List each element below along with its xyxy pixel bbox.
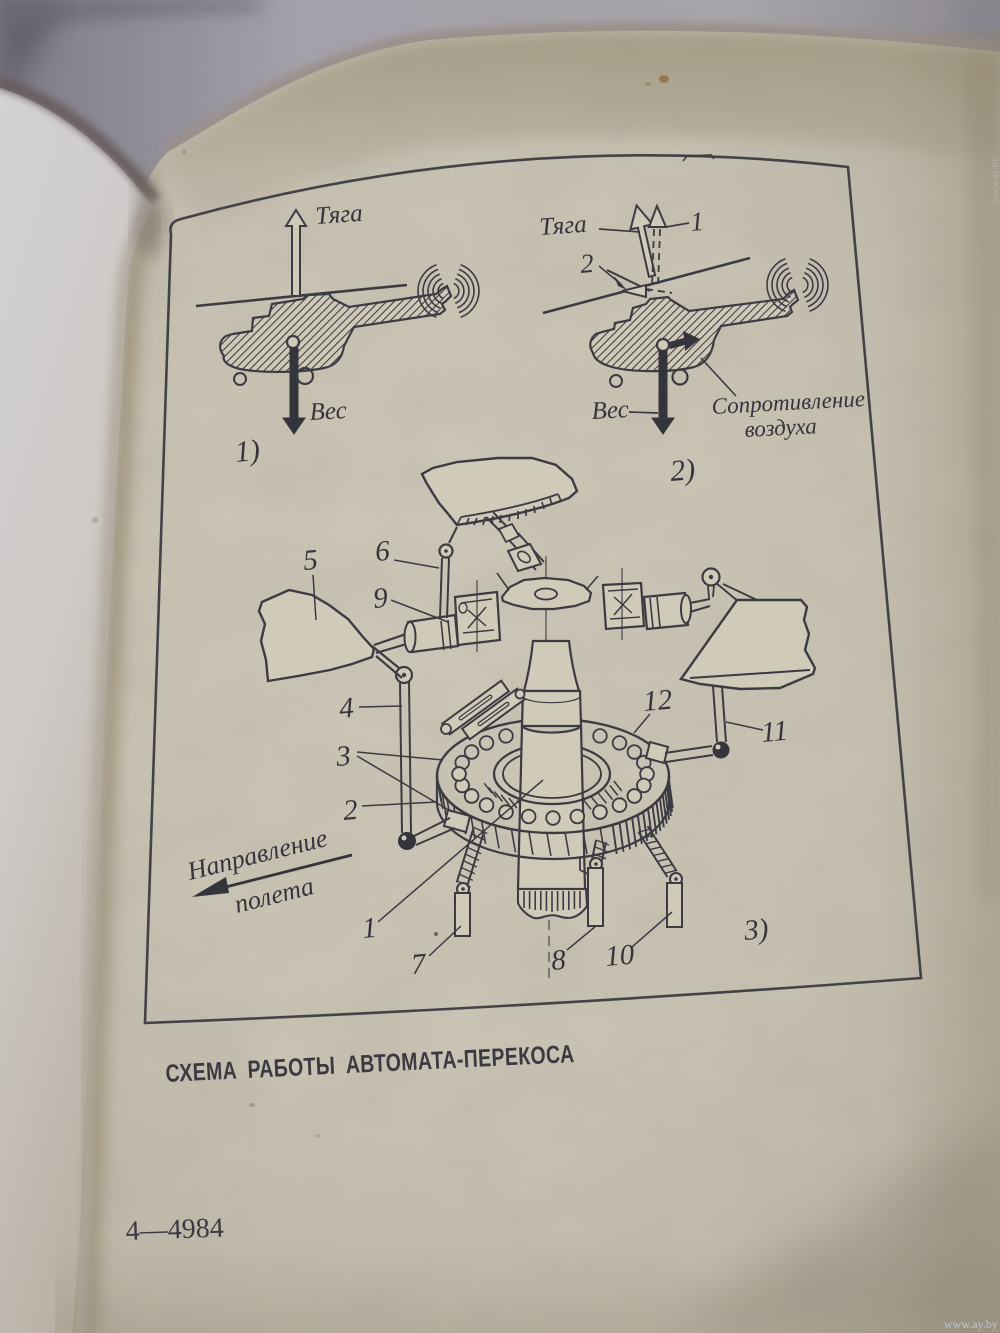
svg-text:4: 4	[338, 692, 355, 725]
svg-text:11: 11	[760, 715, 790, 749]
svg-text:5: 5	[302, 544, 319, 577]
svg-text:9: 9	[372, 582, 390, 615]
svg-text:7: 7	[410, 948, 429, 981]
svg-text:6: 6	[374, 535, 392, 568]
svg-text:4—4984: 4—4984	[125, 1213, 224, 1247]
svg-text:Тяга: Тяга	[539, 211, 588, 241]
svg-text:воздуха: воздуха	[744, 413, 817, 442]
svg-text:8: 8	[550, 944, 568, 977]
svg-text:1: 1	[689, 206, 705, 237]
svg-text:www.ay.by: www.ay.by	[944, 1317, 998, 1331]
svg-text:10: 10	[604, 939, 636, 973]
svg-text:3: 3	[334, 740, 352, 773]
svg-text:2: 2	[579, 248, 595, 279]
svg-text:2: 2	[342, 794, 359, 827]
svg-text:Тяга: Тяга	[315, 200, 364, 230]
svg-text:www.ay.by: www.ay.by	[990, 157, 1000, 202]
svg-text:1: 1	[361, 912, 378, 945]
svg-text:2): 2)	[669, 453, 697, 488]
svg-text:3): 3)	[742, 913, 770, 947]
svg-text:Вес: Вес	[591, 396, 630, 425]
svg-text:12: 12	[642, 684, 674, 718]
svg-text:Вес: Вес	[309, 397, 348, 426]
svg-text:1): 1)	[233, 434, 261, 469]
